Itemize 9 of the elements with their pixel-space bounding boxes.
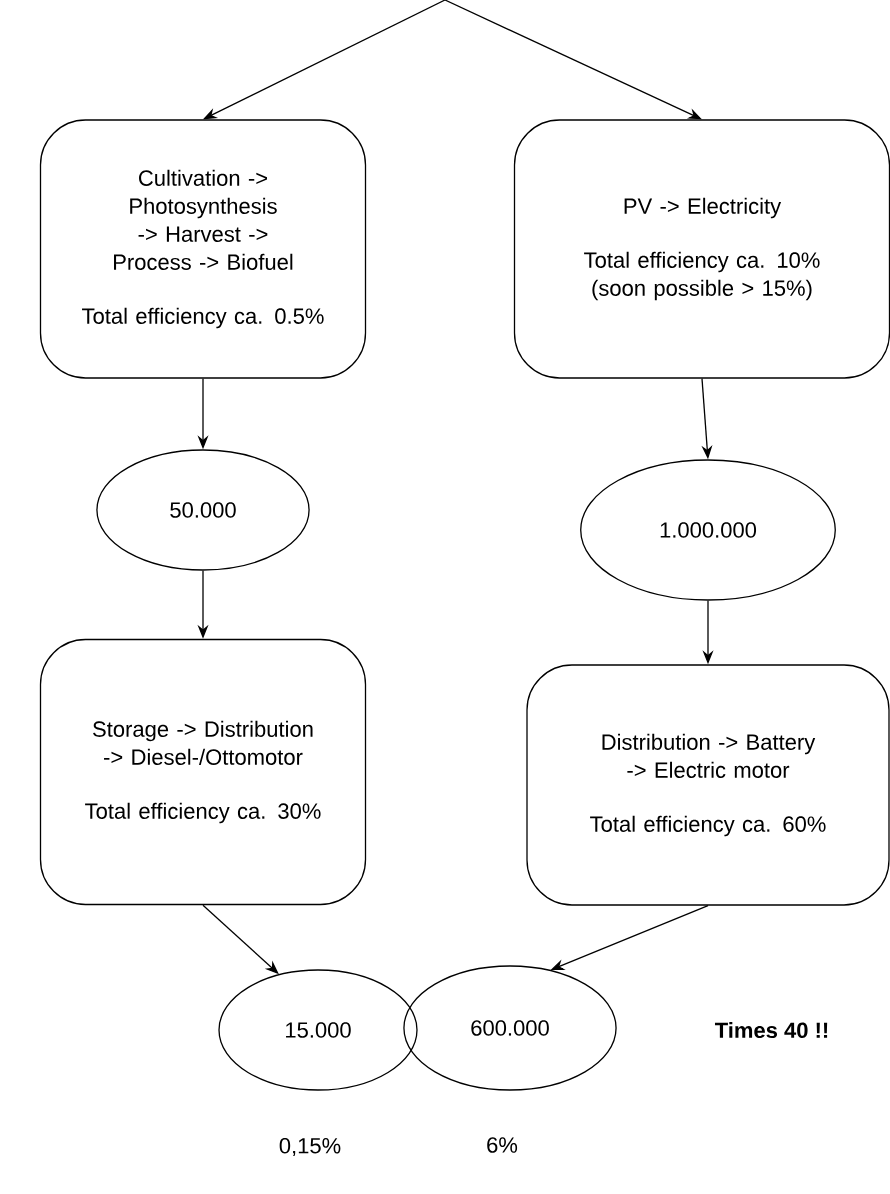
percentage-text: 0,15% <box>279 1137 341 1157</box>
note-text: Times 40 !! <box>715 1021 828 1039</box>
process-box: PV -> Electricity Total efficiency ca. 10% (soon possible > 15%) <box>513 119 890 379</box>
percentage-text: 6% <box>487 1137 518 1153</box>
process-box: Storage -> Distribution -> Diesel-/Ottomotor Total efficiency ca. 30% <box>39 638 367 906</box>
process-box: Cultivation -> Photosynthesis -> Harvest -> Process -> Biofuel Total efficiency ca. 0.5% <box>39 119 367 379</box>
process-box: Distribution -> Battery -> Electric motor Total efficiency ca. 60% <box>526 664 890 906</box>
arrow <box>444 0 702 120</box>
arrow <box>203 0 446 120</box>
